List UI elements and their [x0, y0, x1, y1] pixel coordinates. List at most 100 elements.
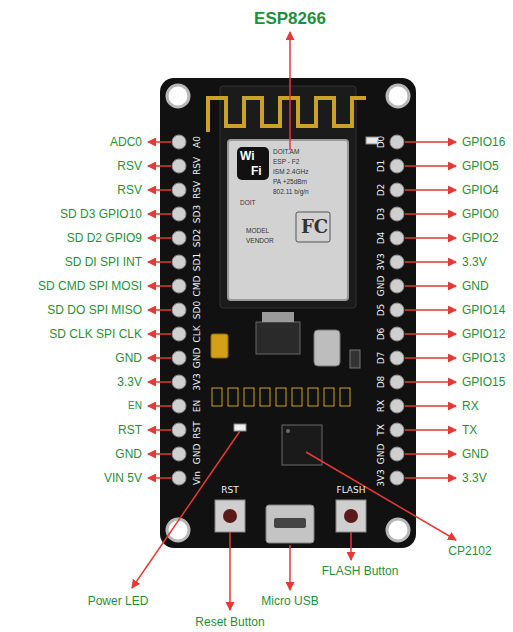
regulator-tab [262, 312, 294, 322]
module-marking: ISM 2.4GHz [273, 169, 308, 176]
module-marking: PA +25dBm [273, 179, 307, 186]
callout-label: Reset Button [195, 616, 264, 628]
silkscreen-pin: 3V3 [377, 469, 386, 487]
callout-label: FLASH Button [322, 565, 399, 577]
smd-pad [324, 388, 334, 406]
pin-label: SD DO SPI MISO [47, 304, 142, 316]
module-callout: ESP8266 [254, 10, 326, 27]
silkscreen-pin: CMD [193, 276, 202, 297]
tantalum-capacitor [211, 334, 228, 358]
module-shield [228, 140, 348, 300]
pin-label: SD DI SPI INT [65, 256, 142, 268]
smd-pad [228, 388, 238, 406]
pin-label: RSV [117, 160, 142, 172]
pin-label: GND [462, 280, 489, 292]
pin-label: 3.3V [462, 472, 487, 484]
reset-button [215, 500, 245, 532]
silkscreen-pin: SD3 [193, 205, 202, 223]
silkscreen-pin: CLK [193, 325, 202, 342]
silkscreen-pin: D4 [377, 232, 386, 245]
silkscreen-pin: GND [377, 444, 386, 465]
silkscreen-pin: D8 [377, 376, 386, 389]
pcb-board [160, 78, 416, 548]
pin-label: VIN 5V [104, 472, 142, 484]
pin-label: ADC0 [110, 136, 142, 148]
smd-pad [260, 388, 270, 406]
silkscreen-pin: A0 [193, 136, 202, 148]
pin-label: RX [462, 400, 479, 412]
silkscreen-pin: GND [193, 444, 202, 465]
silkscreen-pin: SD1 [193, 253, 202, 271]
chip-dot [286, 429, 290, 433]
pin-label: GND [115, 352, 142, 364]
pin-label: SD D2 GPIO9 [67, 232, 142, 244]
pin-label: 3.3V [117, 376, 142, 388]
pin-label: GPIO2 [462, 232, 499, 244]
wifi-logo [237, 147, 269, 180]
pin-label: SD CMD SPI MOSI [38, 280, 142, 292]
silkscreen-pin: D3 [377, 208, 386, 221]
mounting-hole [167, 85, 189, 107]
module-marking: VENDOR [246, 238, 274, 245]
module-marking: DOIT.AM [273, 149, 299, 156]
pin-label: GPIO12 [462, 328, 505, 340]
callout-label: Power LED [88, 595, 149, 607]
pin-label: GPIO15 [462, 376, 505, 388]
silkscreen-pin: GND [193, 348, 202, 369]
flash-button [336, 500, 366, 532]
pin-label: GPIO14 [462, 304, 505, 316]
callout-label: CP2102 [448, 545, 491, 557]
smd-pad [308, 388, 318, 406]
module-marking: Fi [251, 165, 262, 177]
silkscreen-pin: 3V3 [377, 253, 386, 271]
pin-label: GND [115, 448, 142, 460]
pin-label: GPIO16 [462, 136, 505, 148]
leader-arrows [132, 32, 456, 610]
power-led [234, 424, 246, 431]
silkscreen-pin: SD2 [193, 229, 202, 247]
callout-label: Micro USB [261, 595, 318, 607]
pin-label: SD CLK SPI CLK [49, 328, 142, 340]
silkscreen-pin: D1 [377, 160, 386, 173]
silkscreen-button: FLASH [336, 486, 365, 495]
silkscreen-pin: D7 [377, 352, 386, 365]
module-marking: MODEL [246, 228, 269, 235]
pin-label: GPIO4 [462, 184, 499, 196]
silkscreen-pin: EN [193, 400, 202, 412]
crystal [314, 330, 340, 366]
voltage-regulator [256, 322, 300, 354]
silkscreen-pin: RSV [193, 181, 202, 199]
silkscreen-pin: TX [377, 424, 386, 436]
silkscreen-pin: RSV [193, 157, 202, 175]
pin-label: GPIO0 [462, 208, 499, 220]
silkscreen-pin: D2 [377, 184, 386, 197]
usb-uart-chip [282, 425, 322, 465]
silkscreen-pin: 3V3 [193, 373, 202, 391]
silkscreen-pin: D0 [377, 136, 386, 149]
pin-label: GPIO13 [462, 352, 505, 364]
pin-label: TX [462, 424, 477, 436]
pin-header [172, 135, 404, 485]
mounting-hole [387, 85, 409, 107]
pin-label: GPIO5 [462, 160, 499, 172]
usb-slot [274, 518, 306, 528]
smd-pad [244, 388, 254, 406]
fcc-logo [296, 212, 330, 242]
smd-pad [212, 388, 222, 406]
mounting-hole [387, 519, 409, 541]
pin-label: SD D3 GPIO10 [60, 208, 142, 220]
silkscreen-pin: Vin [193, 471, 202, 485]
silkscreen-pin: RST [193, 421, 202, 438]
silkscreen-pin: D5 [377, 304, 386, 317]
silkscreen-pin: SD0 [193, 301, 202, 319]
smd-pad [276, 388, 286, 406]
pin-label: GND [462, 448, 489, 460]
module-marking: 802.11 b/g/n [273, 189, 309, 196]
pin-label: EN [128, 401, 142, 411]
smd-part [350, 350, 360, 368]
silkscreen-pin: GND [377, 276, 386, 297]
silkscreen-pin: RX [377, 400, 386, 412]
button-cap [344, 509, 358, 523]
